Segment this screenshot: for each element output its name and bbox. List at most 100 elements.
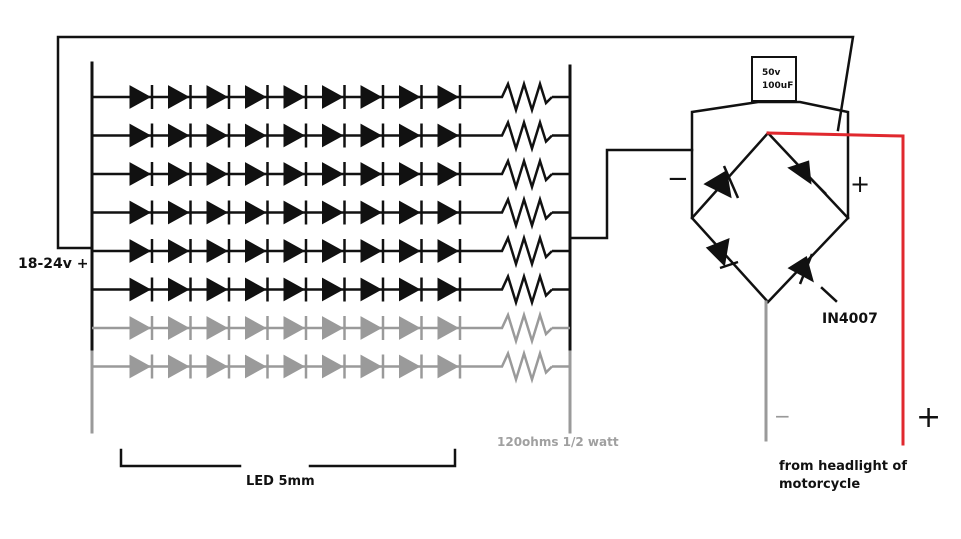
led bbox=[322, 239, 346, 263]
diode-pointer bbox=[820, 286, 838, 303]
led bbox=[322, 123, 346, 148]
resistor bbox=[494, 272, 553, 307]
wiring bbox=[56, 35, 905, 468]
led-row bbox=[92, 349, 570, 384]
input-minus-sign: − bbox=[774, 404, 791, 428]
led bbox=[360, 85, 385, 109]
led-row bbox=[92, 156, 570, 192]
led bbox=[360, 277, 385, 302]
led bbox=[360, 354, 385, 379]
resistor bbox=[494, 195, 553, 230]
led bbox=[168, 200, 192, 225]
led bbox=[437, 123, 462, 148]
led bbox=[245, 316, 269, 340]
led bbox=[168, 85, 192, 109]
source-label-line2: motorcycle bbox=[779, 477, 861, 492]
supply-voltage-label: 18-24v + bbox=[18, 256, 89, 272]
led bbox=[322, 316, 346, 340]
led bbox=[437, 162, 462, 186]
led-array bbox=[92, 79, 570, 384]
led bbox=[322, 277, 346, 302]
led bbox=[399, 277, 423, 302]
led bbox=[399, 162, 423, 186]
led bbox=[129, 316, 154, 340]
led bbox=[283, 354, 308, 379]
led bbox=[283, 277, 308, 302]
led bbox=[245, 123, 269, 148]
led bbox=[399, 123, 423, 148]
diode-part-label: IN4007 bbox=[822, 311, 878, 327]
led bbox=[129, 239, 154, 263]
led bbox=[245, 162, 269, 186]
bridge-diode-top-left bbox=[703, 165, 740, 199]
led bbox=[129, 123, 154, 148]
led bbox=[206, 85, 231, 109]
input-plus-sign: + bbox=[916, 400, 942, 435]
led-row bbox=[92, 79, 570, 115]
resistor bbox=[494, 233, 553, 269]
bridge-diodes bbox=[703, 160, 827, 285]
led bbox=[360, 239, 385, 263]
led bbox=[322, 162, 346, 186]
source-label: from headlight of motorcycle bbox=[779, 458, 929, 494]
led bbox=[245, 354, 269, 379]
led bbox=[245, 239, 269, 263]
led bbox=[360, 162, 385, 186]
led bbox=[399, 354, 423, 379]
bridge-diode-bottom-right bbox=[787, 253, 814, 285]
led bbox=[399, 85, 423, 109]
negative-wire bbox=[568, 148, 694, 240]
bridge-diamond bbox=[690, 131, 850, 304]
led-row bbox=[92, 272, 570, 307]
led bbox=[283, 123, 308, 148]
bridge-frame bbox=[690, 100, 850, 220]
led bbox=[206, 162, 231, 186]
bridge-plus-sign: + bbox=[850, 170, 871, 198]
led bbox=[168, 239, 192, 263]
led bbox=[129, 200, 154, 225]
led bbox=[322, 354, 346, 379]
led bbox=[206, 200, 231, 225]
source-label-line1: from headlight of bbox=[779, 459, 908, 474]
resistor-label: 120ohms 1/2 watt bbox=[497, 435, 619, 449]
led bbox=[206, 239, 231, 263]
led bbox=[322, 85, 346, 109]
led bbox=[245, 85, 269, 109]
bridge-diode-top-right bbox=[787, 160, 827, 195]
led bbox=[360, 123, 385, 148]
led bbox=[206, 316, 231, 340]
led bbox=[283, 316, 308, 340]
led bbox=[437, 239, 462, 263]
led bbox=[360, 316, 385, 340]
led bbox=[129, 85, 154, 109]
capacitor bbox=[751, 56, 797, 102]
led bbox=[129, 162, 154, 186]
led bbox=[437, 316, 462, 340]
led bbox=[437, 85, 462, 109]
ac-lead-positive bbox=[766, 131, 905, 446]
led-bracket bbox=[119, 448, 457, 468]
capacitor-voltage-label: 50v bbox=[762, 68, 781, 78]
led-row bbox=[92, 233, 570, 269]
led bbox=[283, 200, 308, 225]
led bbox=[206, 277, 231, 302]
bridge-diode-bottom-left bbox=[705, 238, 739, 270]
led bbox=[437, 200, 462, 225]
led bbox=[245, 200, 269, 225]
led bbox=[206, 123, 231, 148]
led-row bbox=[92, 118, 570, 153]
resistor bbox=[494, 349, 553, 384]
led-row bbox=[92, 310, 570, 346]
led bbox=[283, 239, 308, 263]
bridge-minus-sign: − bbox=[667, 164, 689, 194]
led bbox=[168, 123, 192, 148]
led bbox=[437, 277, 462, 302]
led bbox=[399, 239, 423, 263]
led-row bbox=[92, 195, 570, 230]
led bbox=[437, 354, 462, 379]
led bbox=[206, 354, 231, 379]
led bbox=[129, 277, 154, 302]
led bbox=[168, 277, 192, 302]
led bbox=[129, 354, 154, 379]
supply-wire bbox=[56, 35, 855, 250]
